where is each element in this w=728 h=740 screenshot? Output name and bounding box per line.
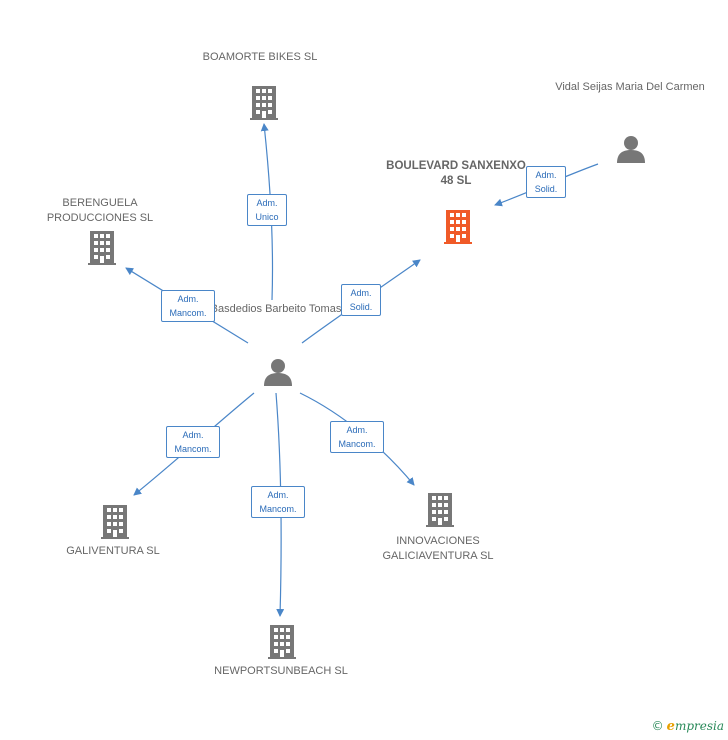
building-icon (88, 231, 116, 265)
edge-label-galiventura: Adm. Mancom. (166, 426, 220, 458)
edge-type: Unico (255, 212, 279, 222)
person-icon (264, 359, 292, 386)
node-label-berenguela[interactable]: BERENGUELA PRODUCCIONES SL (46, 197, 154, 224)
edge-label-boamorte: Adm. Unico (247, 194, 287, 226)
node-label-boamorte[interactable]: BOAMORTE BIKES SL (202, 51, 318, 63)
copyright-brand[interactable]: ©empresia (652, 719, 724, 734)
edge-role: Adm. (256, 198, 278, 208)
node-label-galiventura[interactable]: GALIVENTURA SL (66, 545, 160, 557)
node-label-basdedios[interactable]: Basdedios Barbeito Tomas (210, 303, 342, 315)
brand-initial: e (666, 719, 675, 734)
edge-type: Solid. (534, 184, 558, 194)
node-label-vidal[interactable]: Vidal Seijas Maria Del Carmen (555, 81, 705, 93)
node-label-newport[interactable]: NEWPORTSUNBEACH SL (214, 665, 348, 677)
edge-role: Adm. (350, 288, 372, 298)
edge-type: Mancom. (174, 444, 212, 454)
edge-role: Adm. (182, 430, 204, 440)
copyright-symbol: © (651, 719, 664, 733)
building-icon (101, 505, 129, 539)
edge-label-vidal: Adm. Solid. (526, 166, 566, 198)
edge-role: Adm. (346, 425, 368, 435)
edge-role: Adm. (177, 294, 199, 304)
edge-label-innovaciones: Adm. Mancom. (330, 421, 384, 453)
building-icon (268, 625, 296, 659)
edge-label-boulevard: Adm. Solid. (341, 284, 381, 316)
building-icon (444, 210, 472, 244)
edge-type: Mancom. (338, 439, 376, 449)
edge-label-berenguela: Adm. Mancom. (161, 290, 215, 322)
node-label-boulevard[interactable]: BOULEVARD SANXENXO 48 SL (386, 160, 526, 187)
edge-label-newport: Adm. Mancom. (251, 486, 305, 518)
node-label-innovaciones[interactable]: INNOVACIONES GALICIAVENTURA SL (382, 535, 494, 562)
building-icon (426, 493, 454, 527)
edge-role: Adm. (535, 170, 557, 180)
building-icon (250, 86, 278, 120)
person-icon (617, 136, 645, 163)
edge-type: Mancom. (169, 308, 207, 318)
brand-name: mpresia (674, 719, 724, 733)
edge-role: Adm. (267, 490, 289, 500)
edge-type: Mancom. (259, 504, 297, 514)
edge-type: Solid. (349, 302, 373, 312)
